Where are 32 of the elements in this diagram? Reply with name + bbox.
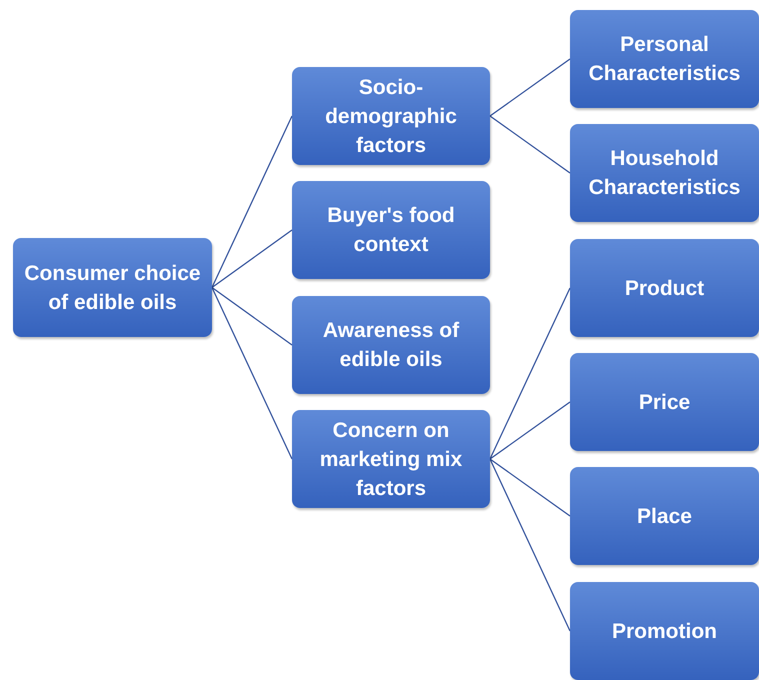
- process-box: [292, 296, 490, 394]
- connector-line: [490, 116, 570, 174]
- box-label: Consumer choice of edible oils: [23, 260, 202, 316]
- connector-line: [212, 287, 292, 346]
- box-label: Place: [637, 504, 692, 530]
- box-label: Product: [624, 276, 704, 302]
- process-box: [570, 239, 759, 337]
- process-box: [570, 10, 759, 108]
- process-box: [13, 238, 212, 337]
- process-box: [570, 467, 759, 565]
- box-label: Awareness of edible oils: [322, 318, 460, 373]
- connector-line: [489, 288, 571, 460]
- connector-line: [489, 458, 571, 632]
- box-label: Promotion: [612, 618, 717, 644]
- box-label: Concern on marketing mix factors: [318, 418, 464, 502]
- connector-line: [490, 58, 570, 116]
- connector-line: [212, 230, 292, 288]
- connector-line: [211, 287, 293, 460]
- box-label: Socio- demographic factors: [324, 74, 458, 158]
- process-box: [292, 181, 490, 279]
- connector-line: [211, 116, 293, 288]
- connector-line: [490, 402, 570, 460]
- process-box: [570, 353, 759, 451]
- box-label: Price: [638, 390, 690, 416]
- box-label: Personal Characteristics: [588, 32, 742, 87]
- connector-line: [490, 458, 570, 516]
- process-box: [292, 67, 490, 165]
- process-box: [570, 124, 759, 222]
- box-label: Household Characteristics: [588, 146, 742, 201]
- process-box: [292, 410, 490, 508]
- box-label: Buyer's food context: [326, 203, 456, 258]
- process-box: [570, 582, 759, 680]
